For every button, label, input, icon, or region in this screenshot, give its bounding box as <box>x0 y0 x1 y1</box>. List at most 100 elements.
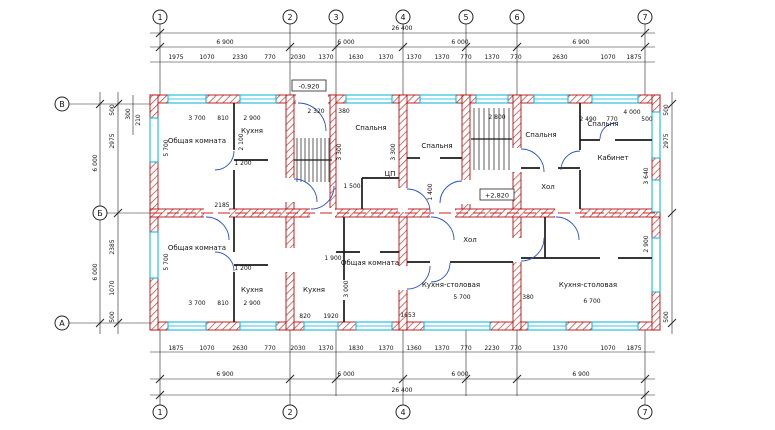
room-label: Кухня-столовая <box>559 281 617 289</box>
window <box>651 111 661 159</box>
dim-text: 6 000 <box>337 371 354 378</box>
axis-bubble <box>637 9 653 25</box>
dim-text: 1 400 <box>427 183 434 200</box>
door-arc <box>555 216 580 241</box>
dim-text: 1875 <box>626 345 641 352</box>
dim-text: 500 <box>109 104 116 116</box>
dim-text: 770 <box>510 54 522 61</box>
dim-text: 1653 <box>400 312 415 319</box>
dim-text: 1 900 <box>324 255 341 262</box>
dim-text: 1070 <box>109 280 116 295</box>
room-label: Кабинет <box>597 154 628 162</box>
dim-text: 1875 <box>626 54 641 61</box>
room-label: Хол <box>541 183 555 191</box>
dim-text: 3 300 <box>390 143 397 160</box>
door-arc <box>297 102 327 132</box>
axis-labels-bottom: 1 2 4 7 <box>157 408 647 417</box>
dim-text: 770 <box>264 345 276 352</box>
elevation-entry: -0,920 <box>299 83 320 91</box>
dim-text: 820 <box>299 313 311 320</box>
dim-text: 500 <box>663 104 670 116</box>
door-arc <box>406 188 431 213</box>
axis-label: 5 <box>463 13 468 22</box>
door-arc <box>430 262 451 283</box>
dim-texts-right: 500 2975 500 <box>663 104 670 323</box>
dim-text: 810 <box>217 115 229 122</box>
dim-text: 380 <box>338 108 350 115</box>
door-arc <box>310 185 335 210</box>
dim-text: 770 <box>606 116 618 123</box>
door-arc <box>520 237 545 262</box>
window <box>149 231 159 279</box>
dim-text: 6 000 <box>451 39 468 46</box>
elevation-box <box>479 188 515 201</box>
elevation-marks: -0,920 +2,820 <box>291 79 515 201</box>
dim-text: 2975 <box>109 133 116 148</box>
dim-text: 3 700 <box>188 300 205 307</box>
dim-text: 6 900 <box>216 371 233 378</box>
axis-label: Б <box>97 209 103 218</box>
dim-text: 4 000 <box>623 109 640 116</box>
room-label: Спальня <box>525 131 556 139</box>
room-label: Спальня <box>421 142 452 150</box>
dim-text: 6 900 <box>572 371 589 378</box>
axis-label: 6 <box>514 13 519 22</box>
dim-text: 1070 <box>199 345 214 352</box>
dim-text: 2230 <box>484 345 499 352</box>
axis-bubble <box>637 404 653 420</box>
dim-text: 1070 <box>600 54 615 61</box>
dim-text: 1070 <box>600 345 615 352</box>
dim-text: 1370 <box>434 345 449 352</box>
dim-text: 2 900 <box>243 115 260 122</box>
dim-text: 2 320 <box>307 108 324 115</box>
axis-bubble <box>152 9 168 25</box>
axis-extension-lines <box>69 24 646 405</box>
dim-text: 26 400 <box>392 25 413 32</box>
axis-label: 1 <box>157 13 162 22</box>
elevation-box <box>291 79 327 92</box>
dim-text: 500 <box>641 116 653 123</box>
dim-text: 3 640 <box>643 167 650 184</box>
dim-text: 2630 <box>552 54 567 61</box>
dim-text: 5 700 <box>163 253 170 270</box>
dim-text: 1875 <box>168 345 183 352</box>
door-arc <box>293 178 318 203</box>
room-label: ЦП <box>385 170 396 178</box>
dim-text: 500 <box>109 311 116 323</box>
dim-text: 1370 <box>318 345 333 352</box>
dim-text: 1370 <box>318 54 333 61</box>
dim-text: 2 900 <box>643 235 650 252</box>
axis-label: 2 <box>287 408 292 417</box>
axis-label: 7 <box>642 408 647 417</box>
room-labels: Общая комната Кухня Общая комната Кухня … <box>168 120 629 294</box>
axis-bubble <box>54 96 70 112</box>
dim-text: 2630 <box>232 345 247 352</box>
dim-text: 770 <box>510 345 522 352</box>
dim-text: 1 500 <box>343 183 360 190</box>
dim-text: 1 200 <box>234 265 251 272</box>
axis-bubble <box>152 404 168 420</box>
dim-text: 3 300 <box>336 143 343 160</box>
room-label: Кухня <box>241 127 263 135</box>
window <box>651 237 661 293</box>
stair-left <box>294 138 332 182</box>
door-arc <box>439 180 463 204</box>
dim-text: 1975 <box>168 54 183 61</box>
dim-text: 300 <box>125 108 132 120</box>
dim-text: 6 000 <box>92 263 99 280</box>
dim-texts-main: 26 400 26 400 6 900 6 000 6 000 6 900 6 … <box>216 25 589 394</box>
room-label: Кухня-столовая <box>422 281 480 289</box>
dim-text: 770 <box>460 345 472 352</box>
dim-text: 2030 <box>290 54 305 61</box>
axis-label: В <box>59 100 65 109</box>
room-label: Общая комната <box>168 244 226 252</box>
dim-text: 2 900 <box>243 300 260 307</box>
room-label: Общая комната <box>341 259 399 267</box>
dim-text: 2330 <box>232 54 247 61</box>
window <box>651 179 661 213</box>
room-label: Спальня <box>587 120 618 128</box>
axis-labels-left: В Б А <box>59 100 103 328</box>
axis-bubble <box>54 315 70 331</box>
door-arc <box>520 148 545 173</box>
